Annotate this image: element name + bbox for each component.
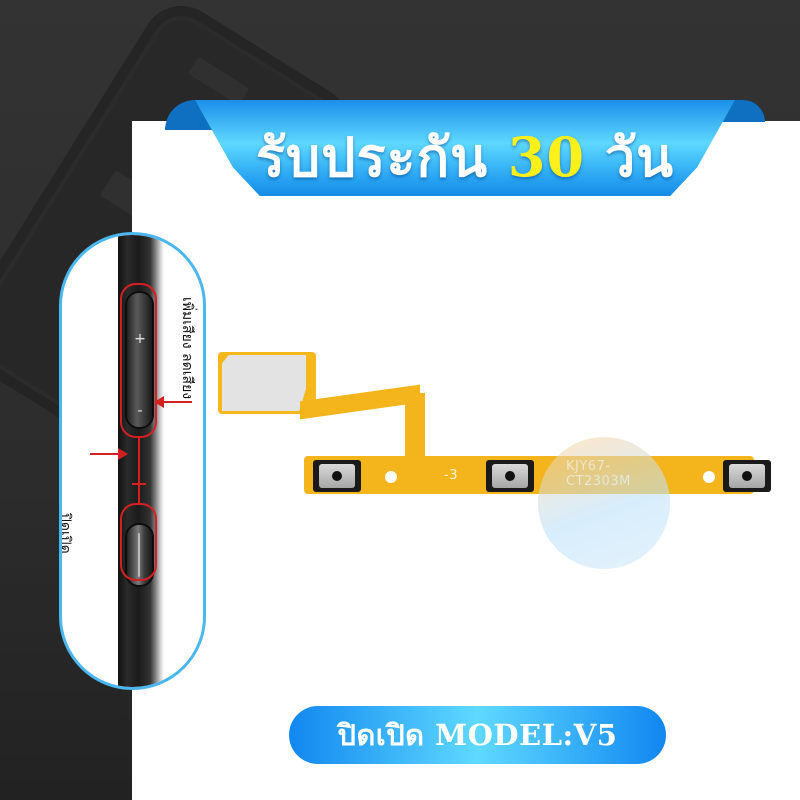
model-label-pill: ปิดเปิด MODEL:V5 (289, 706, 666, 764)
volume-arrow-icon (154, 396, 192, 408)
switch-right (723, 460, 771, 492)
volume-label: เพิ่มเสียง ลดเสียง (179, 297, 195, 400)
warranty-days-number: 30 (507, 125, 586, 189)
watermark-logo (538, 437, 670, 569)
switch-middle (486, 460, 534, 492)
switch-left (313, 460, 361, 492)
power-highlight-ring (120, 503, 157, 581)
warranty-title: รับประกัน 30 วัน (165, 114, 765, 200)
ribbon-body (195, 100, 735, 196)
flex-adhesive-sticker (222, 355, 306, 411)
phone-side-callout: + - เพิ่มเสียง ลดเสียง ปิดเปิด (59, 232, 206, 690)
volume-highlight-ring (120, 283, 157, 438)
model-label: ปิดเปิด MODEL:V5 (337, 718, 618, 752)
ring-connector-joint (132, 483, 146, 485)
mount-hole-left (385, 471, 397, 483)
warranty-ribbon: รับประกัน 30 วัน (165, 100, 765, 196)
plus-icon: + (134, 331, 146, 347)
silk-mark: -3 (444, 468, 458, 483)
warranty-title-suffix: วัน (604, 125, 675, 189)
power-label: ปิดเปิด (59, 513, 73, 554)
warranty-title-prefix: รับประกัน (255, 125, 489, 189)
volume-button (127, 293, 152, 427)
power-arrow-icon (90, 448, 128, 460)
flex-trace-vertical (405, 393, 425, 463)
minus-icon: - (137, 403, 143, 419)
mount-hole-right (703, 471, 715, 483)
ring-connector (138, 438, 140, 503)
